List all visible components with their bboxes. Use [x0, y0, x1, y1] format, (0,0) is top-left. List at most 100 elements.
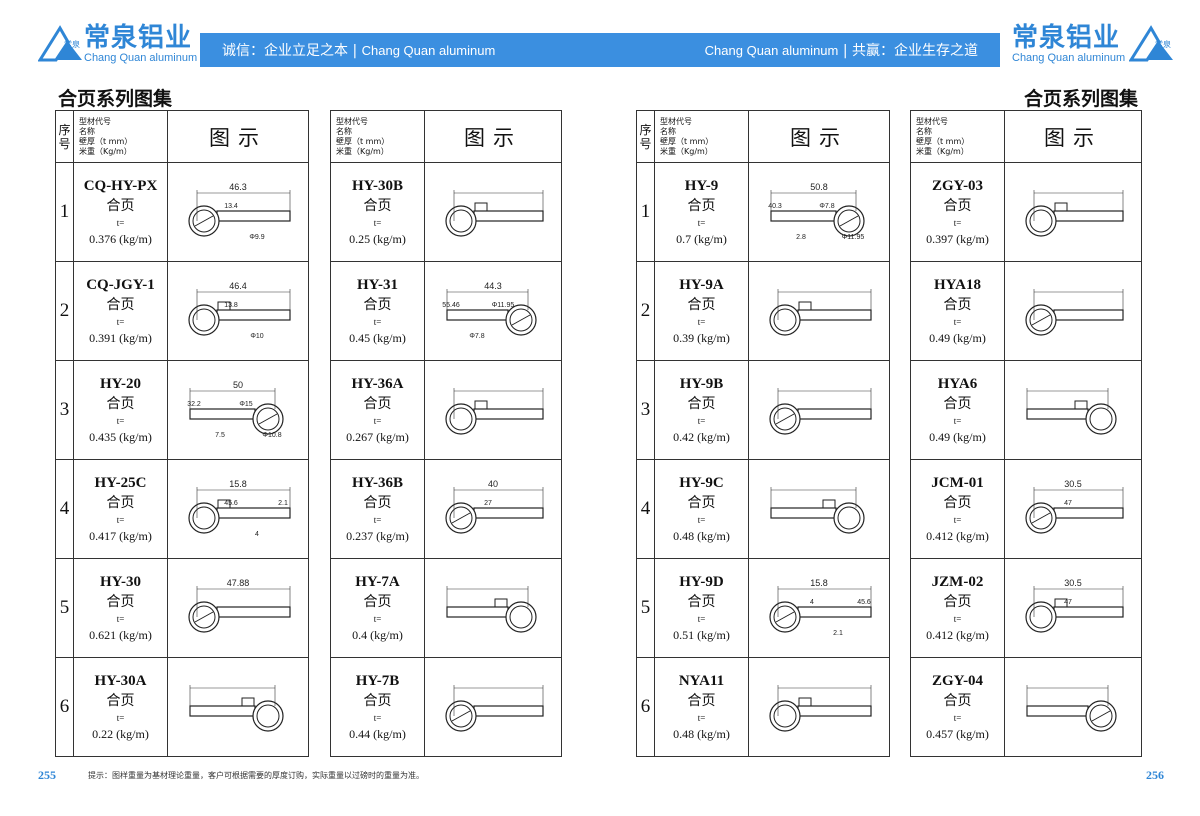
profile-section-diagram: 47.88 — [188, 578, 291, 633]
profile-thickness: t= — [697, 713, 706, 723]
dimension-label: 45.6 — [224, 500, 238, 507]
profile-thickness: t= — [953, 317, 962, 327]
dimension-label: 46.3 — [229, 182, 247, 192]
profile-thickness: t= — [116, 614, 125, 624]
header-figure: 图示 — [424, 110, 562, 163]
profile-weight: 0.4 (kg/m) — [352, 628, 403, 642]
profile-name: 合页 — [687, 495, 716, 511]
dimension-label: 15.8 — [810, 578, 828, 588]
profile-weight: 0.42 (kg/m) — [673, 430, 730, 444]
profile-name: 合页 — [943, 693, 972, 709]
dimension-label: 47.88 — [227, 578, 250, 588]
profile-thickness: t= — [116, 317, 125, 327]
profile-name: 合页 — [687, 198, 716, 214]
profile-weight: 0.237 (kg/m) — [346, 529, 409, 543]
page-number-right: 256 — [1146, 768, 1164, 782]
profile-thickness: t= — [697, 317, 706, 327]
dimension-label: 7.5 — [215, 432, 225, 439]
profile-drawing — [1004, 360, 1142, 460]
profile-code: HY-36A — [351, 376, 404, 392]
profile-weight: 0.417 (kg/m) — [89, 529, 152, 543]
brand-name-cn: 常泉铝业 — [1012, 23, 1121, 53]
profile-code: HY-9A — [679, 277, 724, 293]
profile-code: HY-30 — [99, 574, 142, 590]
profile-weight: 0.39 (kg/m) — [673, 331, 730, 345]
header-name: 型材代号名称壁厚（t mm）米重（Kg/m） — [910, 110, 1005, 163]
header-name: 型材代号名称壁厚（t mm）米重（Kg/m） — [654, 110, 749, 163]
profile-thickness: t= — [116, 713, 125, 723]
profile-code: HY-9D — [679, 574, 724, 590]
profile-name: 合页 — [363, 297, 392, 313]
brand-name-en: Chang Quan aluminum — [84, 52, 198, 64]
dimension-label: 50.8 — [810, 182, 828, 192]
profile-thickness: t= — [373, 317, 382, 327]
profile-drawing: 40 27 — [424, 459, 562, 559]
profile-section-diagram: 15.842.145.6 — [769, 578, 872, 637]
brand-mark-icon: 常泉 — [37, 24, 84, 64]
profile-drawing: 47.88 — [167, 558, 309, 658]
svg-text:常泉: 常泉 — [64, 39, 80, 49]
dimension-label: 27 — [484, 500, 492, 507]
profile-name: 合页 — [106, 693, 135, 709]
profile-name: 合页 — [943, 495, 972, 511]
dimension-label: Φ9.9 — [249, 234, 264, 241]
profile-weight: 0.412 (kg/m) — [926, 628, 989, 642]
header-name: 型材代号名称壁厚（t mm）米重（Kg/m） — [73, 110, 168, 163]
row-seq: 2 — [55, 261, 74, 361]
profile-thickness: t= — [116, 416, 125, 426]
profile-code: JZM-02 — [931, 574, 984, 590]
profile-thickness: t= — [116, 218, 125, 228]
profile-code: HY-9B — [679, 376, 724, 392]
profile-name: 合页 — [363, 396, 392, 412]
profile-thickness: t= — [373, 614, 382, 624]
profile-name: 合页 — [363, 594, 392, 610]
profile-section-diagram — [769, 289, 872, 336]
dimension-label: 2.8 — [796, 234, 806, 241]
profile-drawing — [748, 261, 890, 361]
profile-code: HY-30A — [94, 673, 147, 689]
profile-section-diagram: 30.547 — [1025, 479, 1124, 534]
profile-section-diagram — [769, 685, 872, 732]
profile-name: 合页 — [363, 693, 392, 709]
profile-weight: 0.49 (kg/m) — [929, 430, 986, 444]
dimension-label: 40 — [488, 479, 498, 489]
profile-thickness: t= — [373, 218, 382, 228]
dimension-label: 15.8 — [229, 479, 247, 489]
dimension-label: Φ7.8 — [469, 333, 484, 340]
row-seq: 5 — [636, 558, 655, 658]
profile-weight: 0.397 (kg/m) — [926, 232, 989, 246]
dimension-label: 50 — [233, 380, 243, 390]
profile-thickness: t= — [953, 614, 962, 624]
profile-name: 合页 — [363, 495, 392, 511]
profile-code: ZGY-04 — [931, 673, 984, 689]
profile-name: 合页 — [106, 396, 135, 412]
svg-text:常泉: 常泉 — [1155, 39, 1171, 49]
profile-name: 合页 — [106, 198, 135, 214]
profile-weight: 0.7 (kg/m) — [676, 232, 727, 246]
profile-section-diagram — [1025, 289, 1124, 336]
dimension-label: 55.46 — [442, 302, 460, 309]
